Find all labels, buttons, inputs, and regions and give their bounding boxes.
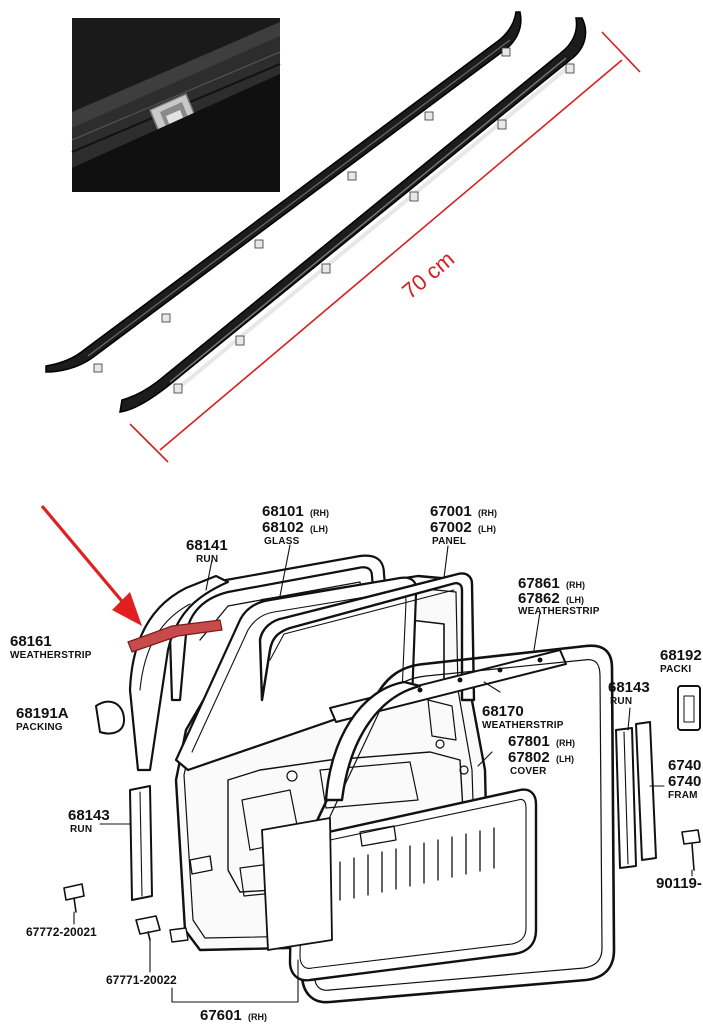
label-67601-number: 67601 xyxy=(200,1007,242,1024)
label-67801-word: COVER xyxy=(510,766,547,777)
label-6740-number: 6740 xyxy=(668,757,701,774)
label-67001-number: 67001 xyxy=(430,503,472,520)
packing-68191a xyxy=(95,700,125,735)
door-service-panel xyxy=(261,817,333,951)
weatherstrip-bar-lower xyxy=(119,17,587,413)
label-67001-suffix: (RH) xyxy=(478,508,497,518)
label-68192-number: 68192 xyxy=(660,647,702,664)
label-68101-number: 68101 xyxy=(262,503,304,520)
packing-68192 xyxy=(677,685,701,731)
label-68143-right-word: RUN xyxy=(610,696,632,707)
label-67801-number: 67801 xyxy=(508,733,550,750)
label-68170-word: WEATHERSTRIP xyxy=(482,720,564,731)
label-68161-word: WEATHERSTRIP xyxy=(10,650,92,661)
weatherstrip-photo: 70 cm xyxy=(45,11,641,463)
label-67771-number: 67771-20022 xyxy=(106,973,177,987)
red-pointer-arrow xyxy=(40,504,223,653)
weatherstrip-bar-upper xyxy=(45,11,522,373)
bolt-67772 xyxy=(63,883,85,913)
label-68102-suffix: (LH) xyxy=(310,524,328,534)
clip-closeup-inset xyxy=(71,18,281,192)
label-67862-suffix: (LH) xyxy=(566,595,584,605)
label-67802-suffix: (LH) xyxy=(556,754,574,764)
label-67002-number: 67002 xyxy=(430,519,472,536)
label-67801-suffix: (RH) xyxy=(556,738,575,748)
label-67861-word: WEATHERSTRIP xyxy=(518,606,600,617)
label-68170-number: 68170 xyxy=(482,703,524,720)
label-68191a-word: PACKING xyxy=(16,722,63,733)
label-68161-number: 68161 xyxy=(10,633,52,650)
door-inner-panel xyxy=(258,572,476,702)
label-67861-number: 67861 xyxy=(518,575,560,592)
clip-67771 xyxy=(135,915,161,941)
label-67002-suffix: (LH) xyxy=(478,524,496,534)
label-6740-word: FRAM xyxy=(668,790,698,801)
label-68192-word: PACKI xyxy=(660,664,691,675)
label-68143-right-number: 68143 xyxy=(608,679,650,696)
label-68101-suffix: (RH) xyxy=(310,508,329,518)
label-67772-number: 67772-20021 xyxy=(26,925,97,939)
label-90119-number: 90119- xyxy=(656,875,702,892)
length-label: 70 cm xyxy=(397,246,459,304)
screw-90119 xyxy=(681,829,701,871)
label-67861-suffix: (RH) xyxy=(566,580,585,590)
label-68141-word: RUN xyxy=(196,554,218,565)
label-6740-number-2: 6740 xyxy=(668,773,701,790)
label-67862-number: 67862 xyxy=(518,590,560,607)
label-68191a-number: 68191A xyxy=(16,705,69,722)
door-exploded-diagram xyxy=(63,544,701,1004)
label-68143-left-word: RUN xyxy=(70,824,92,835)
label-67601-suffix: (RH) xyxy=(248,1012,267,1022)
door-trim-cover xyxy=(288,788,538,982)
label-68101-word: GLASS xyxy=(264,536,300,547)
label-67802-number: 67802 xyxy=(508,749,550,766)
door-inner-gasket xyxy=(324,680,422,802)
door-outer-weatherstrip xyxy=(300,644,616,1004)
label-68143-left-number: 68143 xyxy=(68,807,110,824)
label-68141-number: 68141 xyxy=(186,537,228,554)
part-labels: 68141 RUN 68101 (RH) 68102 (LH) GLASS 67… xyxy=(10,503,702,1024)
label-68102-number: 68102 xyxy=(262,519,304,536)
label-67001-word: PANEL xyxy=(432,536,466,547)
